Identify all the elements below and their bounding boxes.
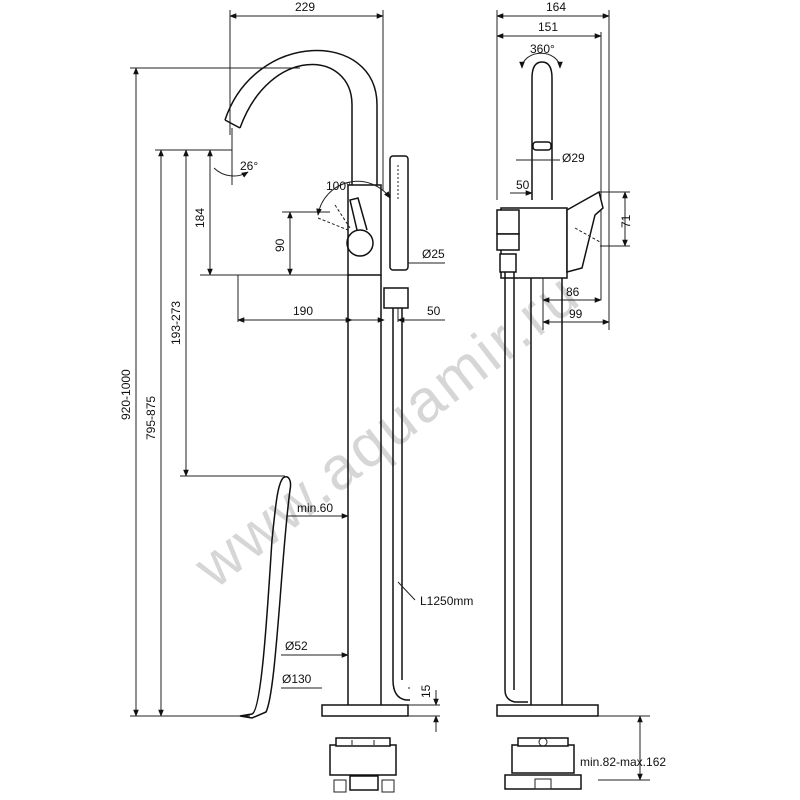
shower-holder bbox=[383, 287, 409, 309]
spout bbox=[239, 63, 353, 250]
dim-height-71: 71 bbox=[619, 214, 633, 228]
dim-diameter-130: Ø130 bbox=[282, 672, 312, 686]
bathtub-rim bbox=[239, 476, 292, 719]
hand-shower bbox=[389, 155, 409, 271]
dim-install-depth: min.82-max.162 bbox=[580, 755, 666, 769]
side-lever bbox=[566, 190, 604, 273]
dim-offset-50: 50 bbox=[427, 304, 441, 318]
concealed-box-front bbox=[329, 737, 397, 793]
shower-hose bbox=[392, 308, 410, 701]
dim-spout-angle: 26° bbox=[240, 159, 258, 173]
side-base-plate bbox=[496, 704, 599, 717]
dim-min-60: min.60 bbox=[297, 501, 333, 515]
concealed-box-side bbox=[504, 737, 582, 790]
dim-base-15: 15 bbox=[419, 684, 433, 698]
dim-hose-length: L1250mm bbox=[420, 594, 473, 608]
dim-reach-190: 190 bbox=[293, 304, 313, 318]
dim-depth-86: 86 bbox=[566, 285, 580, 299]
dim-offset-50-side: 50 bbox=[516, 178, 530, 192]
dim-depth-99: 99 bbox=[569, 307, 583, 321]
side-spout bbox=[531, 61, 553, 200]
base-plate bbox=[321, 704, 409, 717]
dim-width-151: 151 bbox=[538, 20, 558, 34]
dim-width-164: 164 bbox=[546, 0, 566, 14]
dim-width-229: 229 bbox=[295, 0, 315, 14]
dim-height-920-1000: 920-1000 bbox=[119, 369, 133, 420]
dim-diameter-25: Ø25 bbox=[422, 247, 445, 261]
front-view: 229 920-1000 795-875 193-273 184 90 190 … bbox=[119, 0, 473, 793]
dim-height-90: 90 bbox=[273, 238, 287, 252]
dim-diameter-52: Ø52 bbox=[285, 639, 308, 653]
dim-diameter-29: Ø29 bbox=[562, 151, 585, 165]
dim-height-795-875: 795-875 bbox=[144, 396, 158, 440]
dim-range-193-273: 193-273 bbox=[169, 301, 183, 345]
dim-height-184: 184 bbox=[193, 208, 207, 228]
side-view: 164 151 360° Ø29 50 71 86 99 bbox=[496, 0, 666, 790]
dim-lever-angle: 100° bbox=[326, 179, 351, 193]
dim-rotation: 360° bbox=[530, 42, 555, 56]
